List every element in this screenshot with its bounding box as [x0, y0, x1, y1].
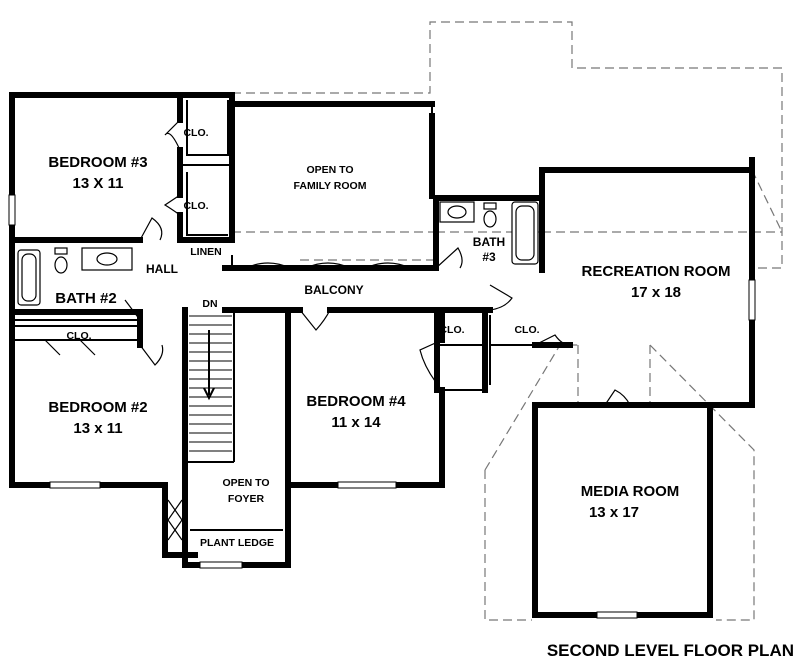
plan-caption: SECOND LEVEL FLOOR PLAN	[547, 641, 794, 660]
window	[199, 561, 243, 569]
toilet	[54, 256, 68, 274]
open-to-family-line2: FAMILY ROOM	[294, 180, 367, 192]
open-to-foyer-line1: OPEN TO	[222, 477, 269, 489]
window	[8, 194, 16, 226]
open-to-family-line1: OPEN TO	[306, 164, 353, 176]
sink	[96, 252, 118, 266]
plant-ledge-hatch	[167, 499, 183, 541]
closet-label: CLO.	[514, 324, 539, 336]
bedroom-3-size: 13 X 11	[73, 175, 124, 192]
bath-fixtures	[17, 201, 539, 306]
walls	[9, 92, 755, 618]
plant-ledge-label: PLANT LEDGE	[200, 537, 274, 549]
toilet-tank	[54, 247, 68, 255]
windows	[8, 194, 756, 619]
bedroom-4-size: 11 x 14	[331, 414, 381, 431]
closet-label: CLO.	[183, 127, 208, 139]
closet-label: CLO.	[66, 330, 91, 342]
toilet-tank	[483, 202, 497, 210]
sink	[447, 205, 467, 219]
bedroom-2-label: BEDROOM #2	[48, 399, 147, 416]
open-to-foyer-line2: FOYER	[228, 493, 265, 505]
hall-label: HALL	[146, 262, 178, 276]
balcony-label: BALCONY	[304, 283, 363, 297]
window	[748, 279, 756, 321]
media-room-size: 13 x 17	[589, 504, 639, 521]
bath-3-line2: #3	[482, 250, 496, 264]
bath-2-label: BATH #2	[55, 290, 116, 307]
closet-label: CLO.	[439, 324, 464, 336]
window	[49, 481, 101, 489]
stairs	[189, 315, 232, 452]
recreation-room-size: 17 x 18	[631, 284, 681, 301]
bath-3-line1: BATH	[473, 235, 505, 249]
stairs-down-label: DN	[202, 298, 217, 310]
window	[596, 611, 638, 619]
media-room-label: MEDIA ROOM	[581, 483, 680, 500]
bedroom-3-label: BEDROOM #3	[48, 154, 147, 171]
doors	[44, 119, 631, 406]
closet-label: CLO.	[183, 200, 208, 212]
recreation-room-label: RECREATION ROOM	[582, 263, 731, 280]
bedroom-2-size: 13 x 11	[73, 420, 122, 437]
window	[337, 481, 397, 489]
bedroom-4-label: BEDROOM #4	[306, 393, 406, 410]
roof-outline-dashed	[232, 21, 783, 621]
toilet	[483, 210, 497, 228]
linen-label: LINEN	[190, 246, 222, 258]
